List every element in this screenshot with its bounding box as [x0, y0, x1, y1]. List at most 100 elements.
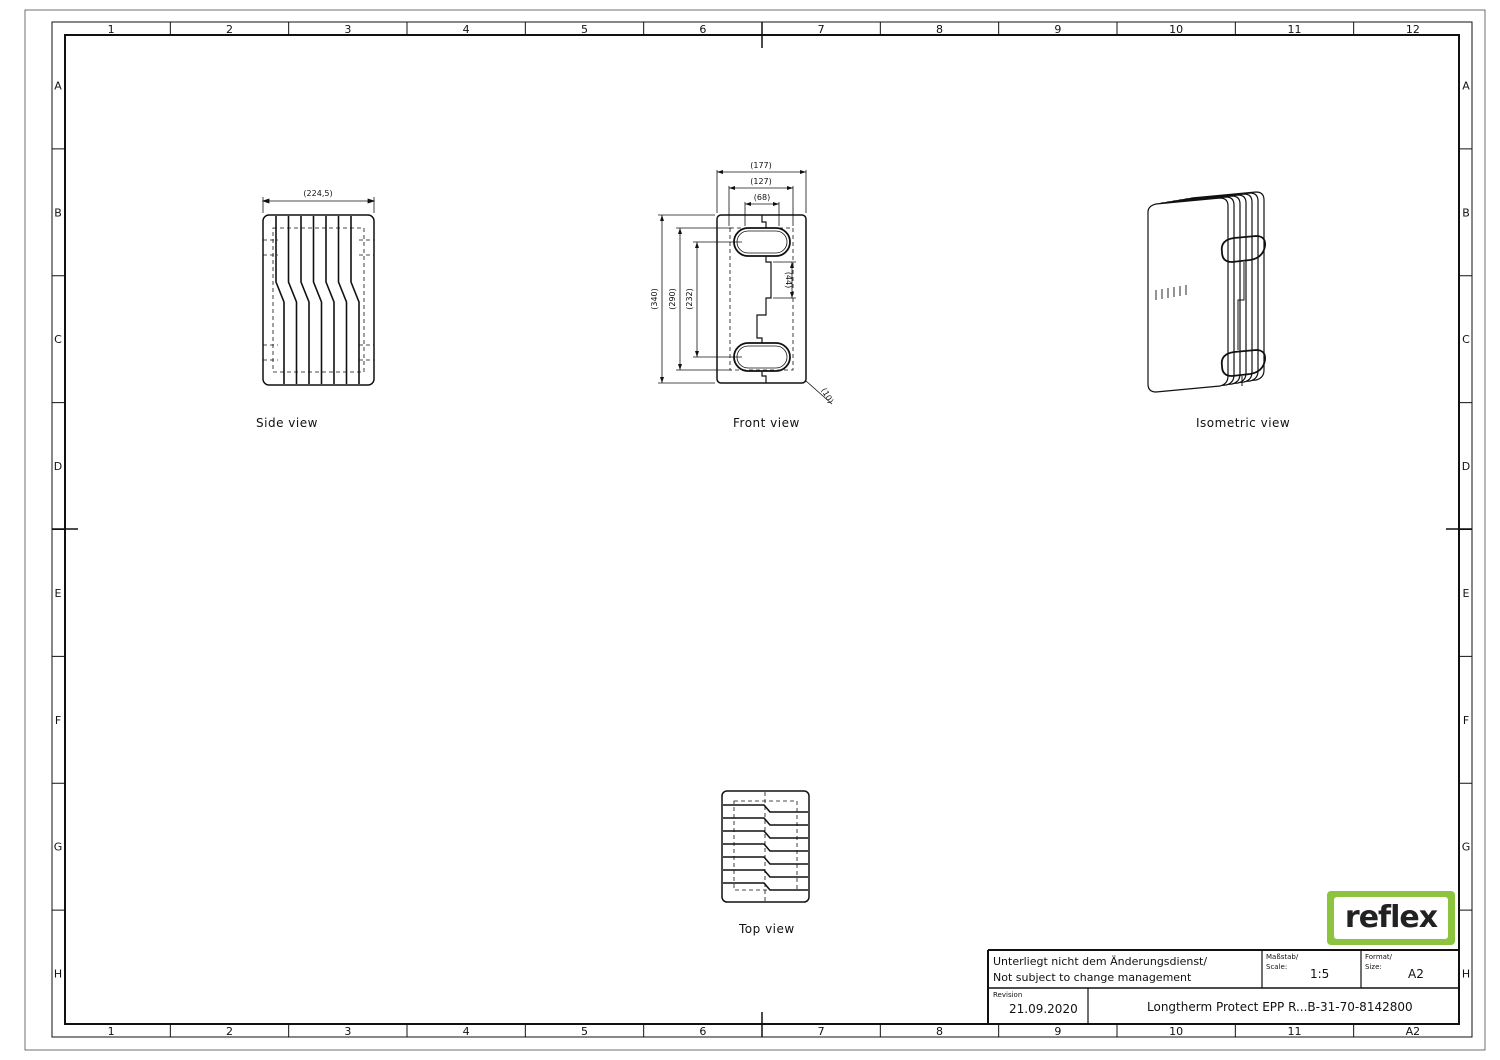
front-view-joint	[756, 215, 772, 383]
row-label-left: G	[54, 841, 63, 854]
side-view-layer-line	[312, 216, 323, 384]
front-view-slot-bottom-inner	[736, 345, 788, 369]
top-view-layer-line	[723, 817, 808, 826]
row-label-left: H	[54, 968, 62, 981]
scale-label-english: Scale:	[1266, 963, 1288, 971]
column-label-top: 7	[818, 23, 825, 36]
side-view-layer-line	[325, 216, 335, 384]
front-radius-10: (10)	[819, 386, 835, 405]
column-label-top: 9	[1054, 23, 1061, 36]
column-label-top: 4	[463, 23, 470, 36]
top-view-layer-line	[723, 830, 808, 839]
side-view-caption: Side view	[256, 416, 318, 430]
isometric-view-drawing	[1147, 191, 1266, 393]
row-label-right: D	[1462, 460, 1470, 473]
top-view-layer-line	[723, 882, 808, 891]
row-label-right: A	[1462, 79, 1470, 92]
revision-date: 21.09.2020	[1009, 1002, 1078, 1016]
front-width-177: (177)	[750, 161, 772, 170]
top-view-hidden-outline	[733, 800, 798, 891]
column-label-top: 3	[344, 23, 351, 36]
column-label-bottom: 7	[818, 1025, 825, 1038]
front-view-arrows	[660, 170, 806, 383]
front-view-slot-top-inner	[736, 230, 788, 254]
isometric-joint	[1237, 222, 1245, 386]
row-label-left: D	[54, 460, 62, 473]
side-view-layer-line	[287, 216, 298, 384]
row-label-left: C	[54, 333, 62, 346]
column-label-top: 5	[581, 23, 588, 36]
column-label-top: 12	[1406, 23, 1420, 36]
side-view-layer-line	[350, 216, 360, 384]
column-label-top: 6	[699, 23, 706, 36]
side-view-hidden-edges	[263, 239, 374, 361]
column-label-top: 11	[1288, 23, 1302, 36]
format-label-english: Size:	[1365, 963, 1382, 971]
column-label-bottom: 5	[581, 1025, 588, 1038]
isometric-steps	[1155, 285, 1187, 300]
row-label-right: B	[1462, 206, 1470, 219]
column-label-bottom: 4	[463, 1025, 470, 1038]
top-view-layer-line	[723, 804, 808, 813]
front-height-290: (290)	[668, 288, 677, 310]
scale-label-german: Maßstab/	[1266, 953, 1299, 961]
column-label-bottom: 8	[936, 1025, 943, 1038]
front-inner-44: (44)	[784, 272, 793, 288]
row-label-right: F	[1463, 714, 1469, 727]
column-label-top: 10	[1169, 23, 1183, 36]
side-width-dimension: (224,5)	[303, 189, 332, 198]
isometric-slot-top	[1220, 235, 1266, 263]
column-label-top: 1	[108, 23, 115, 36]
front-height-340: (340)	[650, 288, 659, 310]
row-label-right: E	[1463, 587, 1470, 600]
column-label-top: 8	[936, 23, 943, 36]
top-view-drawing	[721, 790, 810, 903]
column-label-bottom: A2	[1406, 1025, 1421, 1038]
front-view-caption: Front view	[733, 416, 800, 430]
top-view-caption: Top view	[739, 922, 795, 936]
front-width-127: (127)	[750, 177, 772, 186]
row-label-left: E	[55, 587, 62, 600]
top-view-layer-line	[723, 843, 808, 852]
top-view-layers	[723, 792, 808, 901]
revision-label: Revision	[993, 991, 1023, 999]
drawing-title: Longtherm Protect EPP R...B-31-70-814280…	[1147, 1000, 1413, 1014]
column-label-top: 2	[226, 23, 233, 36]
format-value: A2	[1408, 967, 1424, 981]
top-view-layer-line	[723, 869, 808, 878]
isometric-slot-bottom	[1220, 349, 1266, 377]
row-label-right: G	[1462, 841, 1471, 854]
isometric-view-caption: Isometric view	[1196, 416, 1291, 430]
row-label-left: F	[55, 714, 61, 727]
isometric-plate	[1147, 197, 1229, 393]
side-view-layer-line	[275, 216, 285, 384]
scale-value: 1:5	[1310, 967, 1330, 981]
row-label-left: A	[54, 79, 62, 92]
title-block-frame	[987, 949, 1459, 1024]
side-view-dimension	[261, 197, 376, 213]
column-label-bottom: 2	[226, 1025, 233, 1038]
top-view-layer-line	[723, 856, 808, 865]
column-label-bottom: 6	[699, 1025, 706, 1038]
front-width-68: (68)	[754, 193, 770, 202]
row-label-right: C	[1462, 333, 1470, 346]
column-label-bottom: 3	[344, 1025, 351, 1038]
notice-english: Not subject to change management	[993, 971, 1192, 984]
side-view-layers	[275, 216, 360, 384]
reflex-logo: reflex	[1327, 891, 1455, 945]
column-label-bottom: 10	[1169, 1025, 1183, 1038]
front-height-232: (232)	[685, 288, 694, 310]
column-label-bottom: 11	[1288, 1025, 1302, 1038]
zone-ticks	[52, 22, 1472, 1037]
top-view-outline	[721, 790, 810, 903]
side-view-layer-line	[300, 216, 310, 384]
format-label-german: Format/	[1365, 953, 1393, 961]
front-view-drawing	[658, 170, 833, 405]
side-view-outline	[262, 214, 375, 386]
row-label-left: B	[54, 206, 62, 219]
side-view-hidden-outline	[272, 227, 365, 373]
column-label-bottom: 1	[108, 1025, 115, 1038]
side-view-layer-line	[337, 216, 348, 384]
